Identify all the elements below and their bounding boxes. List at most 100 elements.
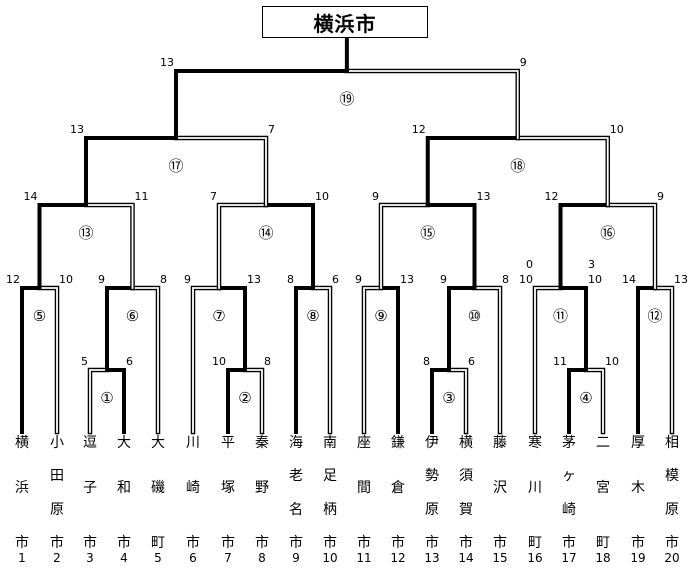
match-line-winner [226,368,247,434]
match-line-loser [515,135,610,208]
team-name-char: 平 [221,435,235,451]
match-line-loser [83,202,135,291]
score-right: 9 [657,190,664,203]
team-name-char: 寒 [528,435,542,451]
match-number: ⑧ [306,307,319,325]
team-suffix: 市 [425,535,439,551]
team-suffix: 市 [50,535,64,551]
score-left: 12 [6,273,20,286]
team-name-char: 大 [117,435,131,451]
team-number: 3 [86,551,94,565]
team-name-char: 海 [289,435,303,451]
extra-score-right: 3 [588,258,595,271]
team-name: 海老名 [289,436,303,536]
score-right: 13 [247,273,261,286]
match-line-winner [105,286,135,372]
match-number: ① [100,389,113,407]
score-right: 13 [674,273,688,286]
team-name: 大和 [117,436,131,536]
match-line-loser-gap [192,287,220,433]
match-line-loser-gap [654,287,673,433]
team-number: 5 [154,551,162,565]
score-left: 13 [70,123,84,136]
team-suffix: 市 [562,535,576,551]
match-line-winner [379,286,400,434]
team-suffix: 市 [221,535,235,551]
team-number: 7 [224,551,232,565]
team-number: 4 [120,551,128,565]
team-number: 12 [390,551,406,565]
team-name-char: 賀 [459,501,473,518]
team-suffix: 市 [83,535,97,551]
team-suffix: 市 [665,535,679,551]
match-line-winner [430,368,451,434]
team-name-char: 木 [631,480,645,496]
match-line-loser-gap [131,287,159,433]
match-line-loser-gap [312,287,331,433]
team-number: 14 [458,551,474,565]
score-left: 10 [519,273,533,286]
team-name-char: 間 [357,480,371,496]
match-line-loser-gap [473,287,501,433]
match-number: ⑤ [33,307,46,325]
team-name: 厚木 [631,436,645,536]
score-right: 10 [605,355,619,368]
team-suffix: 市 [255,535,269,551]
score-left: 7 [210,190,217,203]
match-line-loser-gap [38,287,58,433]
score-left: 9 [98,273,105,286]
match-line-winner [217,286,247,372]
match-line-winner [84,136,178,207]
match-line-loser-gap [448,369,467,433]
team-name-char: 沢 [493,480,507,496]
score-left: 12 [412,123,426,136]
match-line-winner [37,203,88,290]
team-name-char: 南 [323,435,337,451]
match-number: ⑰ [168,157,183,175]
team-name-char: 鎌 [391,435,405,451]
team-name-char: 原 [50,501,64,518]
match-line-winner [447,286,477,372]
team-name-char: 浜 [15,480,29,496]
team-number: 1 [18,551,26,565]
team-number: 11 [356,551,372,565]
team-name: 横浜 [15,436,29,536]
match-line-loser-gap [380,204,429,289]
team-name: 川崎 [186,436,200,536]
team-name-char: 子 [83,480,97,496]
match-line-loser-gap [85,204,134,289]
team-name: 二宮 [596,436,610,536]
match-line-winner [425,136,520,207]
team-name-char: 秦 [255,435,269,451]
score-right: 13 [477,190,491,203]
team-number: 15 [492,551,508,565]
match-line-loser [344,68,520,141]
team-name-char: 模 [665,468,679,485]
team-name-char: 野 [255,480,269,496]
team-name-char: 原 [665,501,679,518]
match-number: ⑨ [374,307,387,325]
match-number: ⑮ [420,224,435,242]
team-suffix: 市 [357,535,371,551]
match-line-loser-gap [516,137,609,206]
match-number: ⑯ [600,224,615,242]
team-name: 伊勢原 [425,436,439,536]
team-suffix: 市 [493,535,507,551]
team-number: 16 [527,551,543,565]
score-right: 10 [588,273,602,286]
match-number: ⑬ [78,224,93,242]
team-name-char: 逗 [83,435,97,451]
team-name-char: 宮 [596,480,610,496]
score-right: 8 [264,355,271,368]
team-suffix: 市 [459,535,473,551]
team-number: 8 [258,551,266,565]
team-name-char: 崎 [562,501,576,518]
